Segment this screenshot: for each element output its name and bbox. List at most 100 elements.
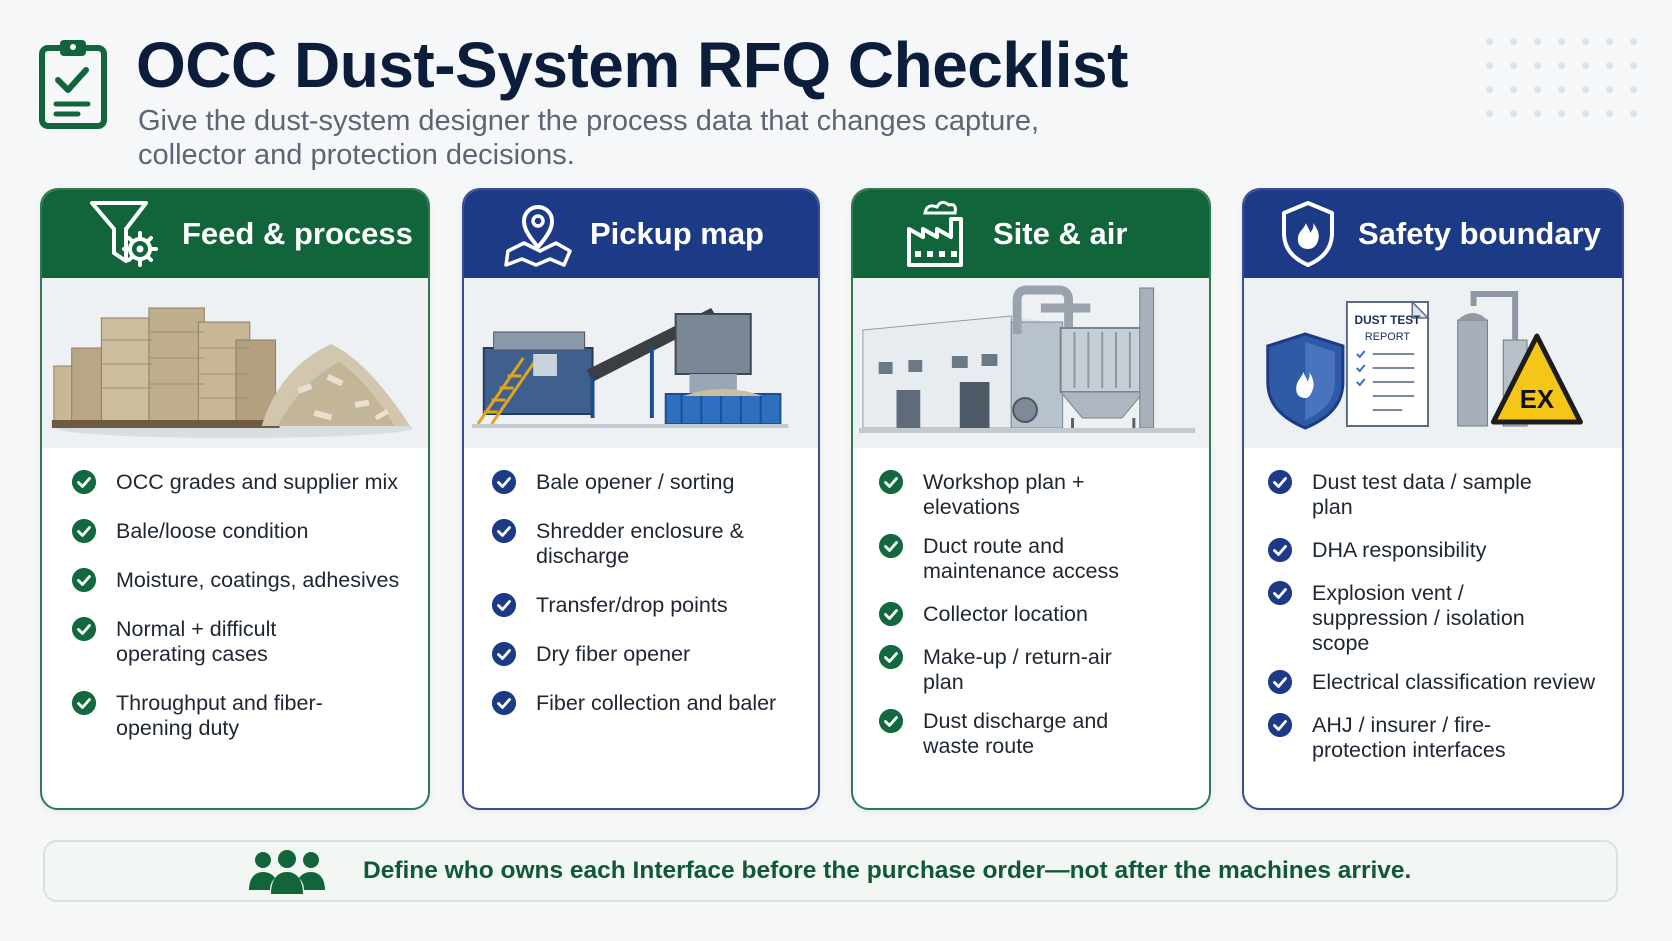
- footer-message: Define who owns each Interface before th…: [363, 857, 1412, 884]
- report-title: DUST TEST: [1355, 313, 1422, 327]
- list-item: Duct route and maintenance access: [879, 534, 1209, 584]
- shield-flame-icon: [1282, 201, 1334, 267]
- decorative-dot: [1558, 110, 1565, 117]
- checklist: Workshop plan + elevations Duct route an…: [853, 448, 1209, 759]
- list-item: Explosion vent / suppression / isolation…: [1268, 581, 1622, 656]
- list-item: Dust discharge and waste route: [879, 709, 1209, 759]
- decorative-dot: [1630, 86, 1637, 93]
- decorative-dot: [1534, 86, 1541, 93]
- decorative-dot: [1582, 110, 1589, 117]
- list-item: Shredder enclosure & discharge: [492, 519, 818, 569]
- list-item: Dry fiber opener: [492, 642, 818, 667]
- card-safety-boundary: Safety boundary DUST TEST REPORT EX: [1242, 188, 1624, 810]
- decorative-dot: [1630, 62, 1637, 69]
- check-icon: [492, 642, 516, 666]
- decorative-dot: [1534, 110, 1541, 117]
- workshop-collector-image: [853, 278, 1209, 448]
- decorative-dot: [1630, 110, 1637, 117]
- map-pin-icon: [504, 205, 572, 267]
- card-pickup-map: Pickup map: [462, 188, 820, 810]
- list-item: Fiber collection and baler: [492, 691, 818, 716]
- card-title: Pickup map: [590, 216, 764, 251]
- page-subtitle: Give the dust-system designer the proces…: [138, 105, 1040, 171]
- list-item: Transfer/drop points: [492, 593, 818, 618]
- occ-bales-image: [42, 278, 428, 448]
- shredder-line-image: [464, 278, 818, 448]
- decorative-dot: [1510, 86, 1517, 93]
- footer-banner: Define who owns each Interface before th…: [43, 840, 1618, 902]
- list-item: Bale/loose condition: [72, 519, 428, 544]
- check-icon: [1268, 581, 1292, 605]
- checklist: Dust test data / sample plan DHA respons…: [1244, 448, 1622, 763]
- decorative-dot: [1486, 62, 1493, 69]
- check-icon: [72, 568, 96, 592]
- list-item: AHJ / insurer / fire-protection interfac…: [1268, 713, 1622, 763]
- checklist: OCC grades and supplier mix Bale/loose c…: [42, 448, 428, 741]
- decorative-dot: [1486, 86, 1493, 93]
- check-icon: [879, 470, 903, 494]
- list-item: Dust test data / sample plan: [1268, 470, 1622, 520]
- decorative-dot: [1630, 38, 1637, 45]
- decorative-dot: [1582, 86, 1589, 93]
- decorative-dot: [1606, 86, 1613, 93]
- card-site-air: Site & air: [851, 188, 1211, 810]
- check-icon: [492, 691, 516, 715]
- decorative-dot: [1510, 110, 1517, 117]
- ex-warning-label: EX: [1520, 386, 1555, 414]
- check-icon: [1268, 538, 1292, 562]
- funnel-gear-icon: [90, 201, 158, 267]
- report-subtitle: REPORT: [1365, 331, 1410, 343]
- card-header: Safety boundary: [1244, 190, 1622, 278]
- decorative-dot: [1582, 38, 1589, 45]
- clipboard-check-icon: [39, 40, 107, 129]
- decorative-dot: [1582, 62, 1589, 69]
- list-item: Electrical classification review: [1268, 670, 1622, 695]
- card-header: Site & air: [853, 190, 1209, 278]
- decorative-dot: [1510, 38, 1517, 45]
- check-icon: [879, 602, 903, 626]
- check-icon: [1268, 713, 1292, 737]
- list-item: Throughput and fiber-opening duty: [72, 691, 428, 741]
- check-icon: [879, 645, 903, 669]
- check-icon: [72, 691, 96, 715]
- decorative-dot: [1606, 110, 1613, 117]
- dust-test-report-image: DUST TEST REPORT EX: [1244, 278, 1622, 448]
- check-icon: [72, 470, 96, 494]
- check-icon: [492, 519, 516, 543]
- card-header: Pickup map: [464, 190, 818, 278]
- decorative-dot: [1534, 38, 1541, 45]
- factory-icon: [907, 200, 963, 267]
- decorative-dot: [1558, 86, 1565, 93]
- list-item: Collector location: [879, 602, 1209, 627]
- decorative-dot: [1486, 110, 1493, 117]
- decorative-dot: [1606, 62, 1613, 69]
- card-title: Safety boundary: [1358, 216, 1601, 251]
- decorative-dot: [1534, 62, 1541, 69]
- list-item: Bale opener / sorting: [492, 470, 818, 495]
- team-icon: [249, 850, 325, 894]
- check-icon: [492, 593, 516, 617]
- check-icon: [492, 470, 516, 494]
- list-item: OCC grades and supplier mix: [72, 470, 428, 495]
- decorative-dot: [1558, 38, 1565, 45]
- checklist: Bale opener / sorting Shredder enclosure…: [464, 448, 818, 716]
- check-icon: [72, 519, 96, 543]
- list-item: Moisture, coatings, adhesives: [72, 568, 428, 593]
- decorative-dot: [1606, 38, 1613, 45]
- check-icon: [1268, 670, 1292, 694]
- list-item: Workshop plan + elevations: [879, 470, 1209, 520]
- decorative-dot: [1558, 62, 1565, 69]
- card-header: Feed & process: [42, 190, 428, 278]
- check-icon: [879, 709, 903, 733]
- list-item: Normal + difficult operating cases: [72, 617, 428, 667]
- decorative-dot: [1486, 38, 1493, 45]
- decorative-dot-grid: [1486, 38, 1656, 118]
- card-feed-process: Feed & process: [40, 188, 430, 810]
- list-item: DHA responsibility: [1268, 538, 1622, 563]
- card-title: Site & air: [993, 216, 1128, 251]
- check-icon: [879, 534, 903, 558]
- list-item: Make-up / return-air plan: [879, 645, 1209, 695]
- card-title: Feed & process: [182, 216, 413, 251]
- decorative-dot: [1510, 62, 1517, 69]
- page-title: OCC Dust-System RFQ Checklist: [136, 29, 1128, 101]
